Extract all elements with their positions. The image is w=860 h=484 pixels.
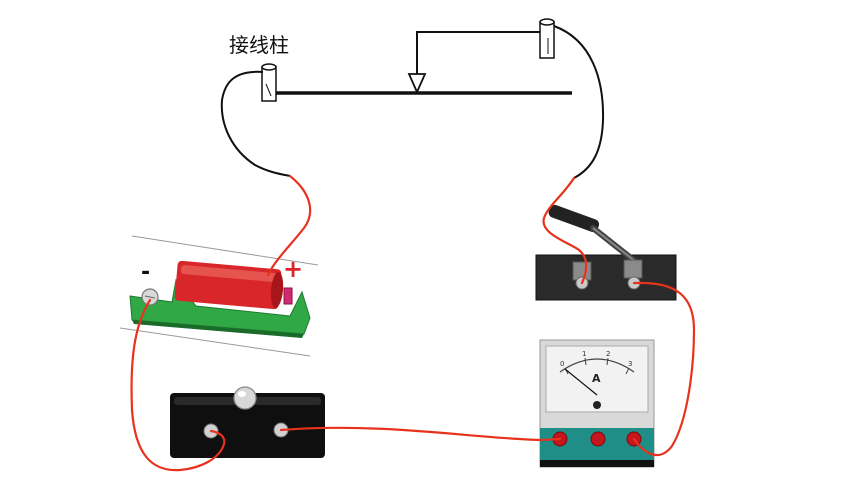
ammeter-scale-2: 2 [606,350,610,358]
switch-contact-right [623,259,643,279]
terminal-post-right[interactable] [539,18,555,59]
bulb-board [170,393,325,458]
wire-black-left [220,70,291,177]
ammeter-scale-3: 3 [628,360,632,368]
battery-holder: - + [119,235,319,357]
switch-handle[interactable] [547,203,600,233]
slider-contact-arrow[interactable] [407,73,427,95]
ammeter-zero-adjust[interactable] [593,401,601,409]
wire-red-ammeter-to-switch [632,281,696,457]
battery-positive-terminal[interactable] [283,287,293,305]
light-bulb [233,386,257,410]
slide-rheostat [261,18,572,102]
switch-base [535,254,677,301]
bulb-holder [170,386,325,458]
ammeter-scale-0: 0 [560,360,564,368]
ammeter-scale-arc [559,358,635,373]
ammeter-needle [564,368,598,396]
ammeter: 0 1 2 3 A [539,339,655,468]
terminal-post-label: 接线柱 [229,33,289,57]
battery-photo-edge-top [131,235,319,266]
battery-minus-label: - [141,260,150,285]
ammeter-terminal-0.6[interactable] [590,431,606,447]
knife-switch[interactable] [535,203,677,301]
wire-red-switch-to-rheostat [542,176,588,285]
red-wires [130,174,696,472]
slider-rod [416,31,546,76]
terminal-post-left[interactable] [261,63,277,102]
wire-black-right [553,25,605,179]
battery-photo-edge-bottom [119,327,311,357]
ammeter-unit-label: A [592,372,601,385]
ammeter-scale-1: 1 [582,350,586,358]
wire-red-rheostat-to-battery [266,174,312,277]
battery-plus-label: + [283,255,303,283]
wire-red-bulb-to-ammeter [279,426,562,442]
wire-red-battery-to-bulb [130,298,226,472]
